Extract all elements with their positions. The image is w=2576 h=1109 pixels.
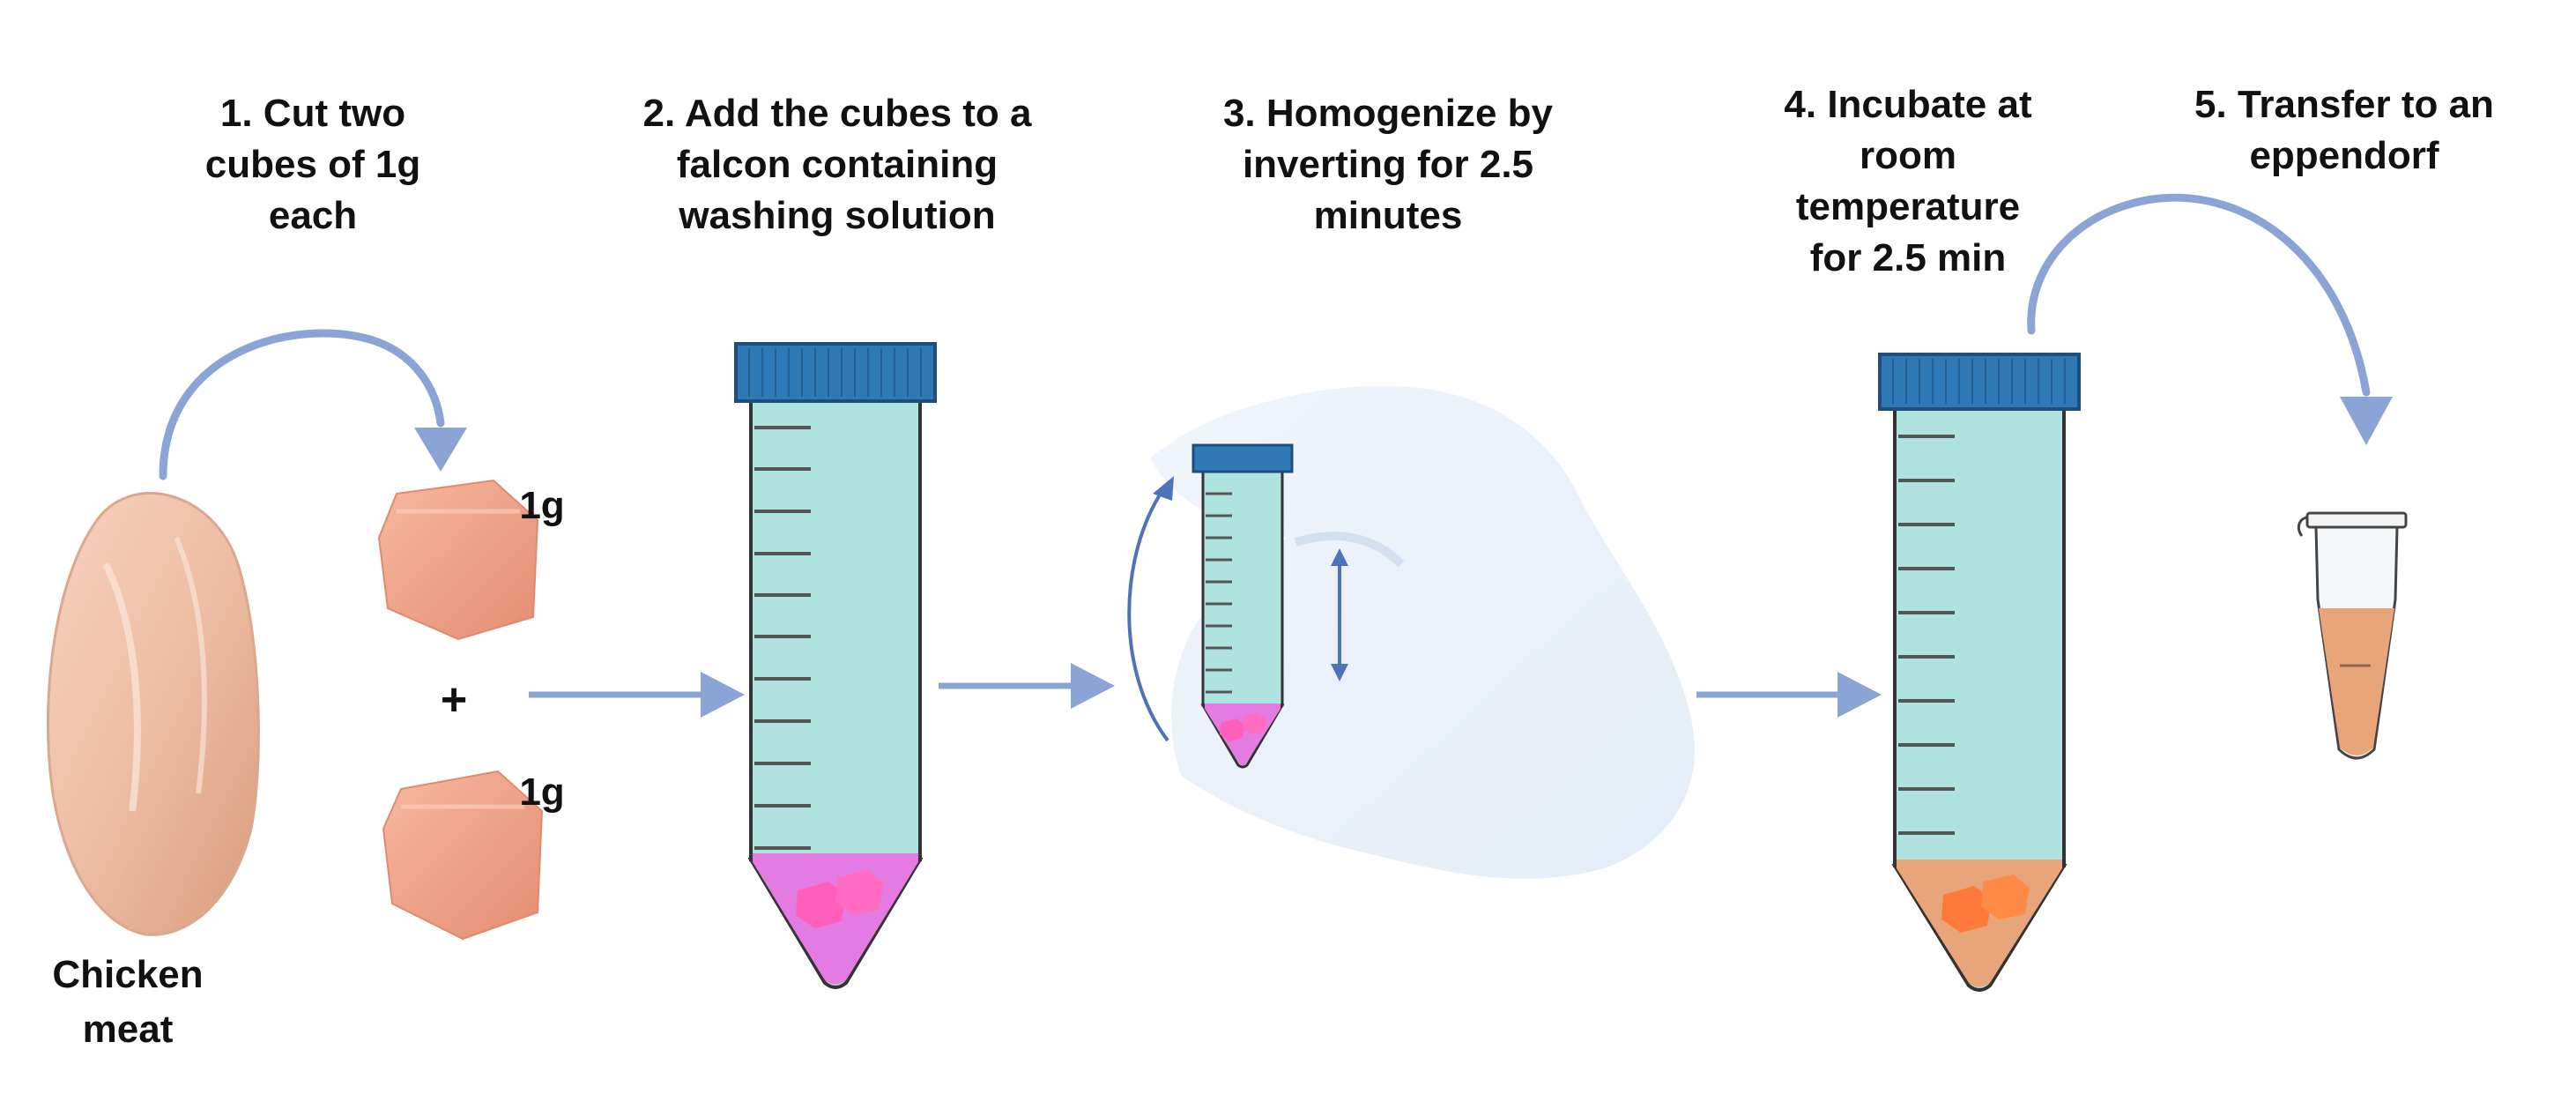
step-2-label: 2. Add the cubes to a falcon containing … [642, 92, 1032, 237]
meat-cube-bottom [382, 770, 544, 941]
cube-weight-bottom: 1g [519, 770, 565, 814]
arrow-1-to-2-head [701, 672, 745, 718]
step-1-label: 1. Cut two cubes of 1g each [204, 92, 421, 237]
arrow-2-to-3-head [1071, 663, 1115, 709]
step-3-label: 3. Homogenize by inverting for 2.5 minut… [1222, 92, 1554, 237]
rotation-arrow-left [1127, 488, 1169, 742]
rotation-arrow-right-up-head [1331, 548, 1348, 566]
hand-inverting [1150, 385, 1695, 879]
cut-arrowhead [414, 428, 467, 472]
eppendorf-tube [2297, 511, 2408, 760]
cut-arrow [159, 329, 445, 480]
transfer-arrow [2027, 193, 2371, 397]
transfer-arrowhead [2340, 397, 2393, 445]
rotation-arrow-right-down-head [1331, 664, 1348, 681]
falcon-tube-washing [734, 342, 937, 989]
plus-sign: + [440, 674, 468, 726]
step-4-label: 4. Incubate at room temperature for 2.5 … [1784, 83, 2032, 279]
cube-weight-top: 1g [519, 484, 565, 527]
rotation-arrow-left-head [1153, 476, 1174, 501]
step-5-label: 5. Transfer to an eppendorf [2194, 83, 2494, 177]
falcon-tube-incubated [1878, 353, 2081, 992]
arrow-3-to-4-head [1837, 672, 1882, 718]
small-falcon-tube [1191, 443, 1294, 769]
meat-cube-top [377, 479, 539, 641]
chicken-breast [46, 491, 260, 936]
chicken-meat-label: Chicken meat [52, 953, 204, 1051]
